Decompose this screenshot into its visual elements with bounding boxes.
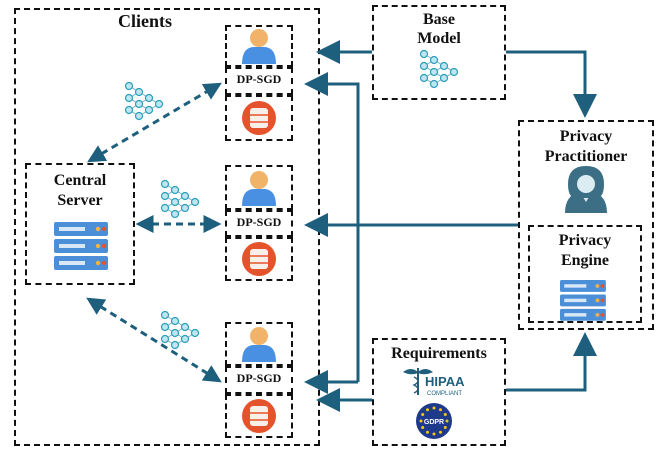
server-icon-privacy-engine: [560, 280, 606, 321]
client-1-dp-box: [225, 67, 293, 95]
nn-icon-client1-link: [124, 81, 164, 121]
database-icon-client1: [241, 100, 277, 136]
nn-icon-client3-link: [160, 310, 200, 350]
client-2-db-box: [225, 237, 293, 281]
base-model-box: [372, 5, 506, 100]
arrow-requirements-to-engine: [506, 332, 597, 392]
server-icon-central: [54, 222, 108, 270]
requirements-title: Requirements: [391, 345, 487, 362]
client-2-dp-label: DP-SGD: [236, 215, 282, 229]
hipaa-text: HIPAA: [425, 374, 465, 389]
client-1-db-box: [225, 95, 293, 141]
practitioner-icon: [565, 166, 607, 213]
base-model-label-line1: Base: [423, 11, 455, 28]
nn-icon-client2-link: [160, 179, 200, 219]
privacy-practitioner-label-line2: Practitioner: [544, 148, 628, 165]
client-2-user-box: [225, 165, 293, 210]
gdpr-text: GDPR: [424, 419, 444, 426]
central-server-label-line1: Central: [53, 172, 107, 189]
person-icon-client2: [242, 171, 276, 206]
person-icon-client1: [242, 29, 276, 64]
base-model-label-line2: Model: [417, 30, 461, 47]
arrow-base-to-practitioner: [506, 50, 597, 118]
privacy-engine-label-line1: Privacy: [558, 232, 612, 249]
requirements-box: [372, 338, 506, 446]
hipaa-logo: HIPAA COMPLIANT: [403, 368, 465, 397]
arrow-loop-to-client1: [304, 72, 360, 382]
client-3-dp-label: DP-SGD: [236, 371, 282, 385]
client-1-user-box: [225, 25, 293, 67]
client-3-user-box: [225, 322, 293, 366]
privacy-engine-box: [528, 225, 642, 323]
person-icon-client3: [242, 327, 276, 362]
database-icon-client3: [241, 398, 277, 434]
hipaa-sub-text: COMPLIANT: [427, 391, 462, 397]
clients-title: Clients: [118, 11, 172, 31]
client-3-dp-box: [225, 366, 293, 394]
privacy-practitioner-box: [518, 120, 654, 330]
central-server-box: [25, 163, 135, 285]
central-server-label-line2: Server: [57, 192, 103, 209]
client-2-dp-box: [225, 210, 293, 237]
privacy-engine-label-line2: Engine: [560, 252, 609, 269]
dashed-arrow-client1-server: [87, 82, 222, 163]
nn-icon-base-model: [419, 49, 459, 89]
client-1-dp-label: DP-SGD: [236, 72, 282, 86]
gdpr-badge: GDPR: [416, 403, 452, 439]
dashed-arrow-server-client3: [86, 297, 222, 383]
client-3-db-box: [225, 394, 293, 438]
privacy-practitioner-label-line1: Privacy: [559, 128, 613, 145]
database-icon-client2: [241, 241, 277, 277]
